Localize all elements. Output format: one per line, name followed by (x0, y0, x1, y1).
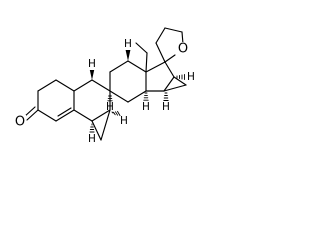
hash-bond-h14 (143, 92, 149, 101)
hash-bond-h-c7 (111, 110, 121, 117)
h-c16-label: H (187, 71, 195, 83)
ring-oxygen-label: O (178, 42, 188, 57)
h-c6-label: H (88, 133, 96, 145)
chemical-structure-diagram: O O H H H H H H H H (14, 27, 195, 145)
ketone-double-bond (23, 106, 39, 121)
ring-d-cyclopropane-bonds (163, 76, 187, 92)
h-c7-label: H (120, 115, 128, 127)
ring-b-cyclopropane-bonds (91, 109, 111, 141)
hash-bond-h-c16 (176, 74, 185, 80)
h9-label: H (106, 101, 114, 113)
ring-b-bonds (73, 79, 111, 122)
spiro-tetrahydrofuran-bonds (155, 27, 184, 63)
stereo-hydrogen-labels: H H H H H H H H (88, 38, 195, 145)
atom-labels: O O (14, 42, 189, 130)
hash-bond-h-c6 (89, 123, 95, 133)
hash-bond-h9 (107, 92, 113, 102)
wedge-bond-h10 (89, 70, 95, 80)
ethyl-group-bonds (135, 42, 148, 73)
h10-label: H (88, 58, 96, 70)
h-c15-label: H (162, 101, 170, 113)
ketone-oxygen-label: O (15, 115, 25, 130)
ring-a-bonds (37, 79, 75, 122)
hash-bond-h-c15 (163, 92, 169, 101)
h8-label: H (124, 38, 132, 50)
wedge-bond-h8 (125, 50, 131, 61)
stereo-bonds (89, 50, 185, 133)
h14-label: H (142, 101, 150, 113)
ring-c-bonds (109, 60, 147, 103)
ring-d-bonds (145, 61, 175, 92)
